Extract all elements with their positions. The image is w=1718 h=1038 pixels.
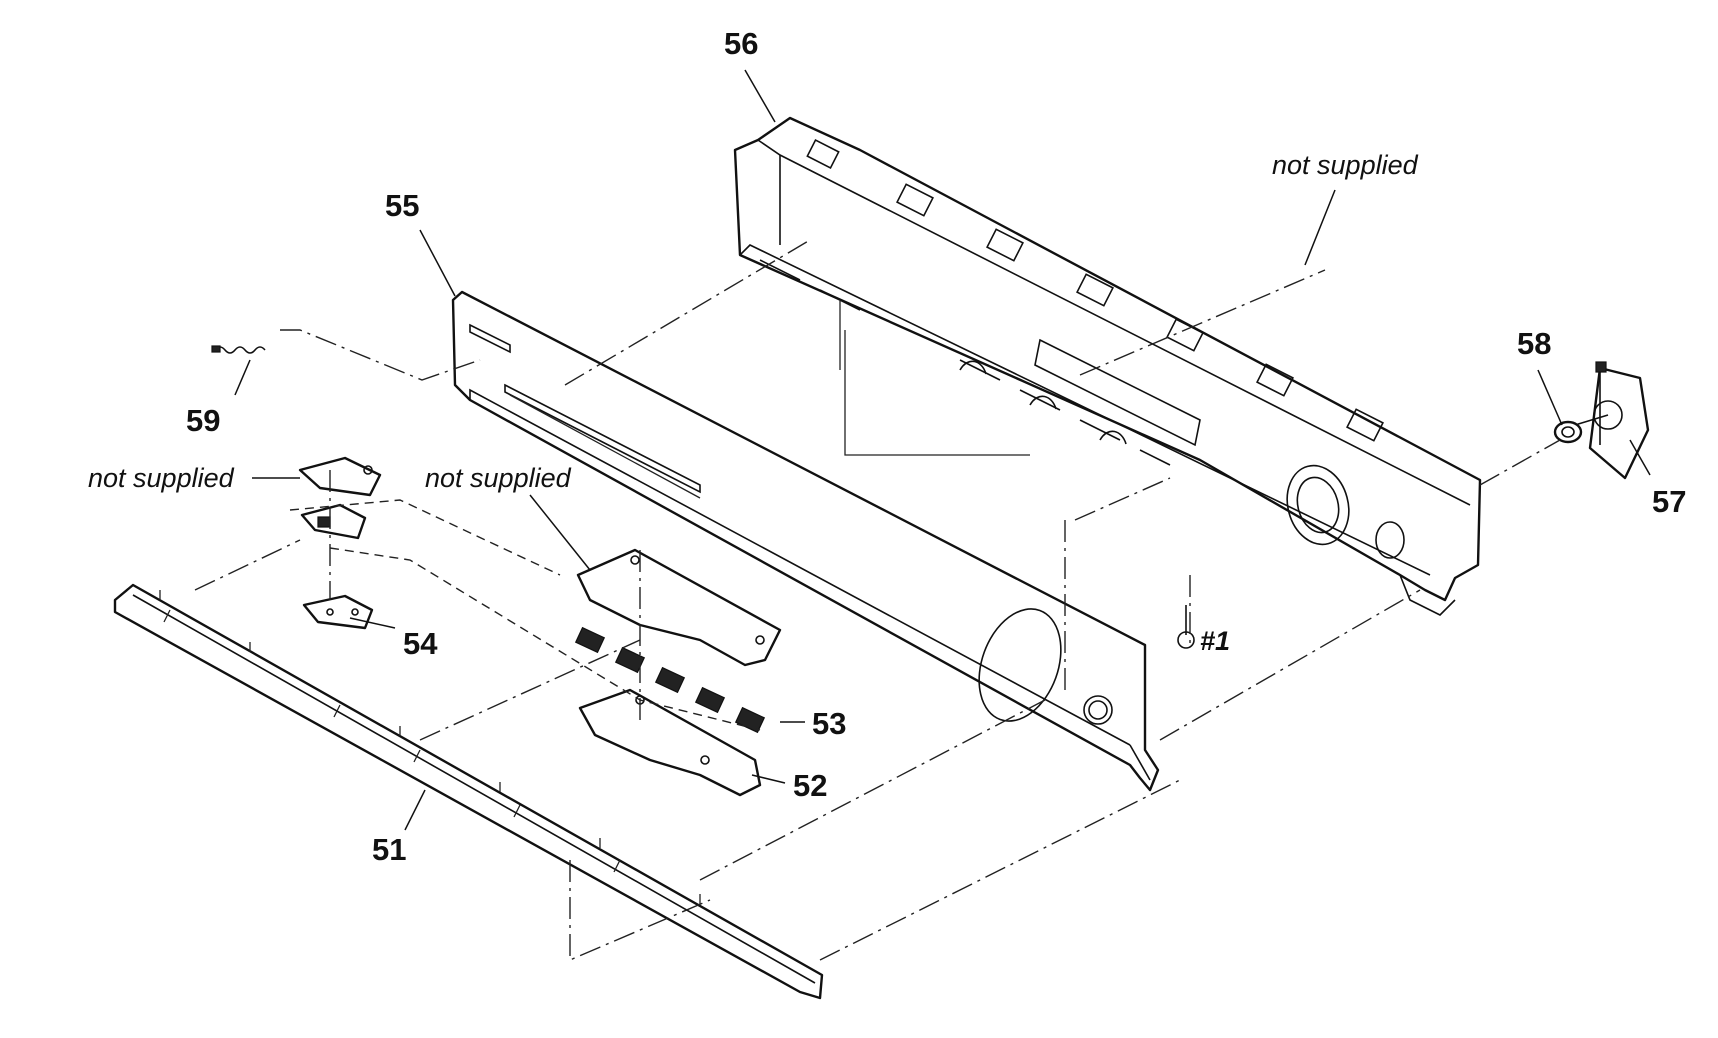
part-label-54: 54	[403, 626, 438, 661]
plate-part-52	[578, 688, 762, 797]
part-label-53: 53	[812, 706, 847, 741]
part-label-59: 59	[186, 403, 221, 438]
knob-part-58	[1553, 420, 1583, 444]
part-label-55: 55	[385, 188, 420, 223]
note-not-supplied-left: not supplied	[88, 463, 234, 493]
bracket-not-supplied-left	[298, 456, 382, 497]
bracket-part-54	[302, 594, 374, 630]
leader-lines	[234, 69, 1651, 831]
plate-not-supplied-center	[576, 548, 782, 667]
part-label-51: 51	[372, 832, 407, 867]
part-label-57: 57	[1652, 484, 1687, 519]
unit-part-57	[1574, 361, 1650, 480]
front-panel-part-55	[451, 290, 1160, 792]
bottom-bar-part-51	[113, 583, 824, 1000]
part-label-58: 58	[1517, 326, 1552, 361]
screw-1	[1177, 605, 1195, 649]
note-not-supplied-right: not supplied	[1272, 150, 1418, 180]
switch-assembly-part-53	[574, 626, 766, 734]
note-not-supplied-center: not supplied	[425, 463, 571, 493]
chassis-frame-part-56	[733, 116, 1482, 616]
bracket-assembly-upper	[300, 503, 367, 540]
part-label-52: 52	[793, 768, 828, 803]
spring-part-59	[211, 345, 266, 354]
part-label-56: 56	[724, 26, 759, 61]
screw-label: #1	[1200, 626, 1231, 656]
assembly-guide-lines	[194, 239, 1561, 962]
